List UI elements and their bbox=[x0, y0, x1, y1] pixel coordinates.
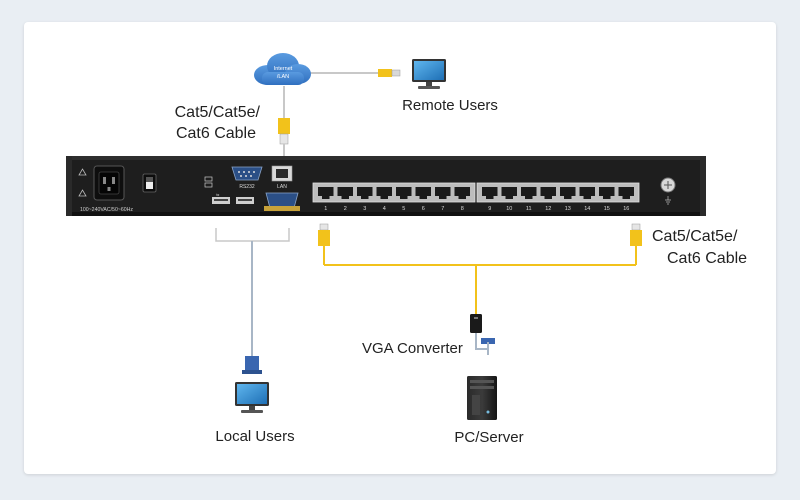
rj45-port bbox=[599, 187, 615, 199]
rj45-port bbox=[454, 187, 470, 199]
port-number-label: 1 bbox=[324, 206, 327, 212]
port-number-label: 12 bbox=[545, 206, 551, 212]
diagram-card bbox=[24, 22, 776, 474]
port-number-label: 6 bbox=[422, 206, 425, 212]
rj45-port bbox=[337, 187, 353, 199]
vga-console-port bbox=[264, 192, 300, 211]
remote-users-label: Remote Users bbox=[402, 97, 498, 114]
right-cable-label-line1: Cat5/Cat5e/ bbox=[652, 228, 738, 245]
port-number-label: 11 bbox=[526, 206, 532, 212]
power-switch-icon bbox=[142, 173, 157, 193]
port-number-label: 10 bbox=[506, 206, 512, 212]
rs232-port bbox=[231, 166, 263, 181]
rj45-port bbox=[482, 187, 498, 199]
rj45-port bbox=[540, 187, 556, 199]
usb-icon bbox=[204, 176, 213, 188]
port-number-label: 13 bbox=[565, 206, 571, 212]
cloud-label-line2: /LAN bbox=[277, 74, 289, 80]
usb-glyph: ⇆ bbox=[216, 192, 220, 197]
warning-icon bbox=[78, 168, 87, 176]
warning-icon bbox=[78, 189, 87, 197]
port-number-label: 16 bbox=[623, 206, 629, 212]
rj45-port bbox=[501, 187, 517, 199]
internet-cloud-icon: Internet /LAN bbox=[254, 53, 311, 85]
top-rj45-connector-icon bbox=[278, 118, 290, 156]
local-monitor-icon bbox=[235, 382, 269, 413]
right-cable-label-line2: Cat6 Cable bbox=[667, 250, 748, 267]
port-number-label: 15 bbox=[604, 206, 610, 212]
left-rj45-connector-icon bbox=[318, 223, 330, 246]
rj45-port bbox=[560, 187, 576, 199]
vga-converter-icon bbox=[470, 314, 495, 350]
power-spec-text: 100~240VAC/50~60Hz bbox=[80, 207, 133, 213]
rj45-port bbox=[396, 187, 412, 199]
port-number-label: 8 bbox=[461, 206, 464, 212]
port-number-label: 9 bbox=[488, 206, 491, 212]
rj45-port bbox=[318, 187, 334, 199]
local-users-label: Local Users bbox=[215, 428, 295, 445]
rs232-label: RS232 bbox=[239, 184, 255, 190]
rj45-port bbox=[376, 187, 392, 199]
port-number-label: 3 bbox=[363, 206, 366, 212]
port-number-label: 14 bbox=[584, 206, 590, 212]
top-cable-label-line2: Cat6 Cable bbox=[175, 125, 256, 142]
port-frame bbox=[312, 182, 476, 203]
rj45-port bbox=[618, 187, 634, 199]
pc-server-label: PC/Server bbox=[454, 429, 524, 446]
port-frame bbox=[476, 182, 640, 203]
top-cable-label-line1: Cat5/Cat5e/ bbox=[174, 104, 260, 121]
rj45-port bbox=[415, 187, 431, 199]
kvm-switch-device: 100~240VAC/50~60Hz ⇆ RS232 LAN bbox=[66, 156, 706, 216]
remote-monitor-icon bbox=[412, 59, 446, 89]
lan-label: LAN bbox=[277, 184, 287, 190]
pc-tower-icon bbox=[467, 376, 497, 420]
rj45-port bbox=[435, 187, 451, 199]
power-inlet-icon bbox=[93, 165, 125, 201]
port-number-label: 4 bbox=[383, 206, 386, 212]
port-number-label: 5 bbox=[402, 206, 405, 212]
remote-rj45-connector-icon bbox=[378, 69, 401, 77]
lan-port bbox=[271, 165, 293, 182]
ground-screw-icon bbox=[660, 177, 676, 205]
local-vga-connector-icon bbox=[242, 356, 262, 374]
port-number-label: 7 bbox=[441, 206, 444, 212]
rj45-port bbox=[521, 187, 537, 199]
vga-converter-label: VGA Converter bbox=[362, 340, 463, 357]
rj45-port bbox=[579, 187, 595, 199]
rj45-port bbox=[357, 187, 373, 199]
right-rj45-connector-icon bbox=[630, 223, 642, 246]
cloud-label-line1: Internet bbox=[274, 66, 293, 72]
port-number-label: 2 bbox=[344, 206, 347, 212]
